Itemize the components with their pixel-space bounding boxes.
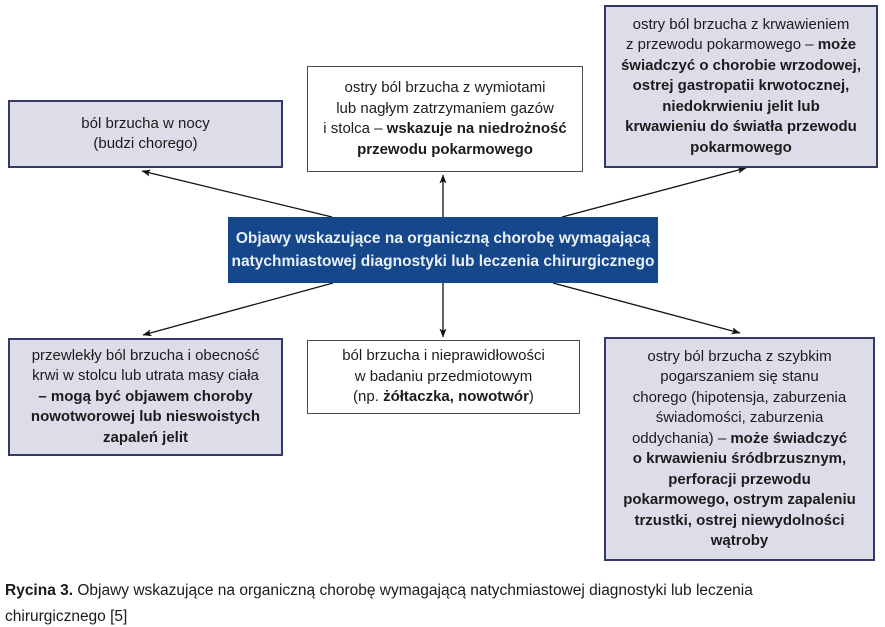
arrow-to-top-right bbox=[561, 166, 747, 218]
node-bottom-left-text: przewlekły ból brzucha i obecność krwi w… bbox=[30, 346, 261, 446]
caption-label: Rycina 3. bbox=[5, 582, 74, 599]
node-top-left: ból brzucha w nocy (budzi chorego) bbox=[8, 100, 283, 168]
node-bottom-left: przewlekły ból brzucha i obecność krwi w… bbox=[8, 338, 283, 456]
center-node-text: Objawy wskazujące na organiczną chorobę … bbox=[231, 230, 655, 270]
node-bottom-middle-text: ból brzucha i nieprawidłowości w badaniu… bbox=[342, 347, 545, 406]
node-bottom-right: ostry ból brzucha z szybkim pogarszaniem… bbox=[604, 337, 875, 561]
node-top-right-text: ostry ból brzucha z krwawieniem z przewo… bbox=[620, 15, 862, 156]
node-bottom-middle: ból brzucha i nieprawidłowości w badaniu… bbox=[307, 340, 580, 414]
center-node: Objawy wskazujące na organiczną chorobę … bbox=[228, 217, 658, 283]
figure-caption: Rycina 3. Objawy wskazujące na organiczn… bbox=[5, 578, 865, 627]
node-top-middle-text: ostry ból brzucha z wymiotami lub nagłym… bbox=[323, 79, 567, 158]
arrow-to-top-left bbox=[141, 169, 333, 218]
caption-text: Objawy wskazujące na organiczną chorobę … bbox=[5, 582, 753, 625]
node-top-middle: ostry ból brzucha z wymiotami lub nagłym… bbox=[307, 66, 583, 172]
arrow-to-bottom-right bbox=[552, 282, 741, 335]
arrow-to-bottom-left bbox=[142, 282, 334, 337]
node-top-right: ostry ból brzucha z krwawieniem z przewo… bbox=[604, 5, 878, 168]
node-top-left-text: ból brzucha w nocy (budzi chorego) bbox=[81, 114, 210, 153]
node-bottom-right-text: ostry ból brzucha z szybkim pogarszaniem… bbox=[623, 347, 856, 550]
